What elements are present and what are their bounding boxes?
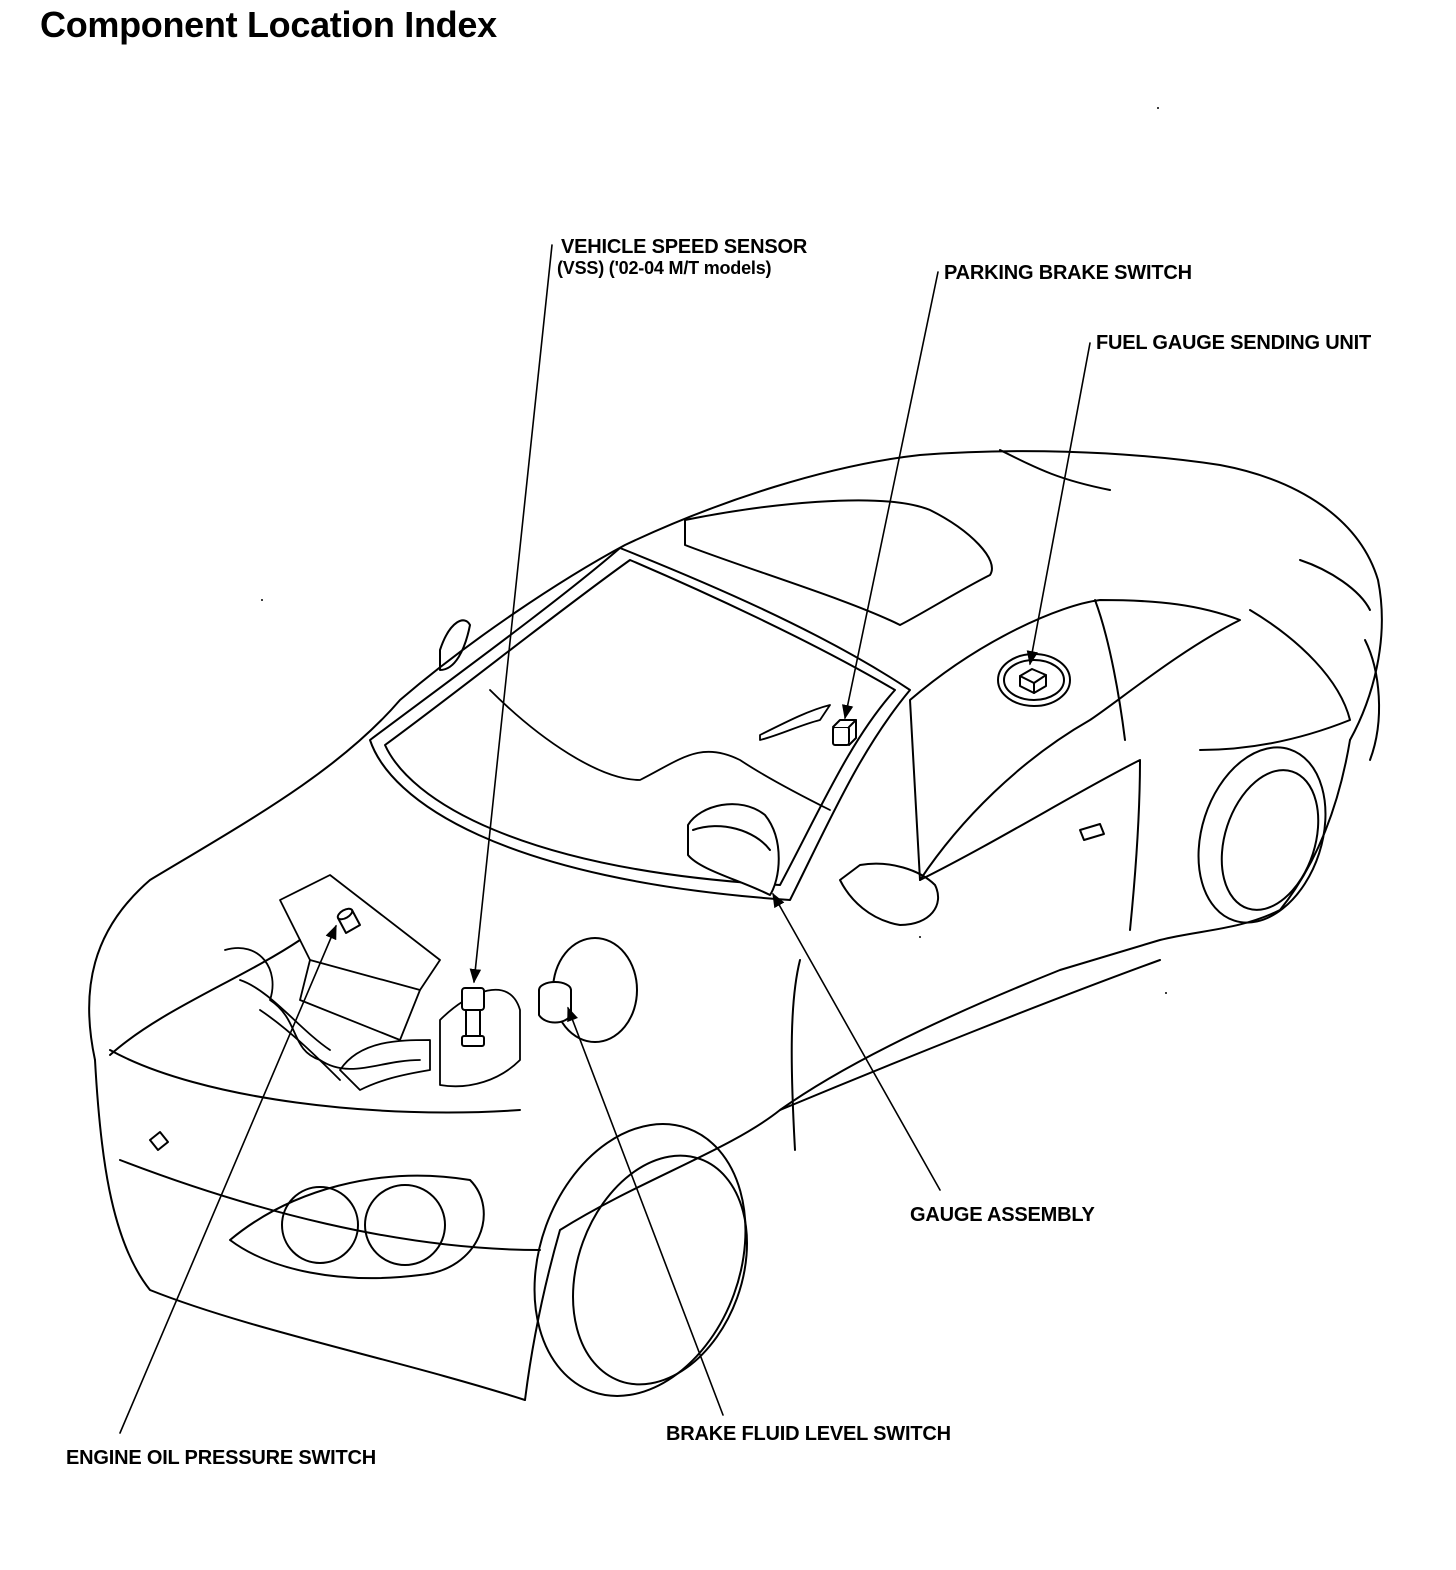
brake-fluid-level-switch-component xyxy=(538,937,638,1043)
engine-bay xyxy=(224,874,521,1091)
label-fuel-gauge-sending-unit: FUEL GAUGE SENDING UNIT xyxy=(1096,332,1372,354)
leader-lines xyxy=(119,244,1091,1434)
car-glass xyxy=(369,449,1371,901)
label-engine-oil-pressure-switch: ENGINE OIL PRESSURE SWITCH xyxy=(66,1447,377,1469)
car-side-panels xyxy=(439,619,1161,1151)
leader-fuel-gauge-sending-unit xyxy=(1026,342,1091,666)
fuel-gauge-sending-unit-component xyxy=(997,653,1071,707)
leader-brake-fluid-level-switch xyxy=(567,1006,724,1416)
leader-engine-oil-pressure-switch xyxy=(119,924,337,1434)
vehicle-speed-sensor-component xyxy=(461,987,485,1047)
leader-parking-brake-switch xyxy=(842,271,939,720)
label-vehicle-speed-sensor-line2: (VSS) ('02-04 M/T models) xyxy=(557,258,772,278)
page-title: Component Location Index xyxy=(40,4,497,45)
parking-brake-switch-component xyxy=(832,719,857,746)
car-wheels xyxy=(533,746,1327,1397)
label-gauge-assembly: GAUGE ASSEMBLY xyxy=(910,1204,1095,1226)
leader-vehicle-speed-sensor xyxy=(469,244,553,984)
leader-gauge-assembly xyxy=(772,892,941,1191)
label-parking-brake-switch: PARKING BRAKE SWITCH xyxy=(944,262,1192,284)
gauge-assembly-component xyxy=(687,803,780,896)
car-outline xyxy=(88,450,1383,1401)
scan-speckles xyxy=(261,107,1167,994)
label-brake-fluid-level-switch: BRAKE FLUID LEVEL SWITCH xyxy=(666,1423,951,1445)
interior-dash xyxy=(489,689,831,811)
engine-oil-pressure-switch-component xyxy=(336,907,361,934)
label-vehicle-speed-sensor-line1: VEHICLE SPEED SENSOR xyxy=(561,236,808,258)
